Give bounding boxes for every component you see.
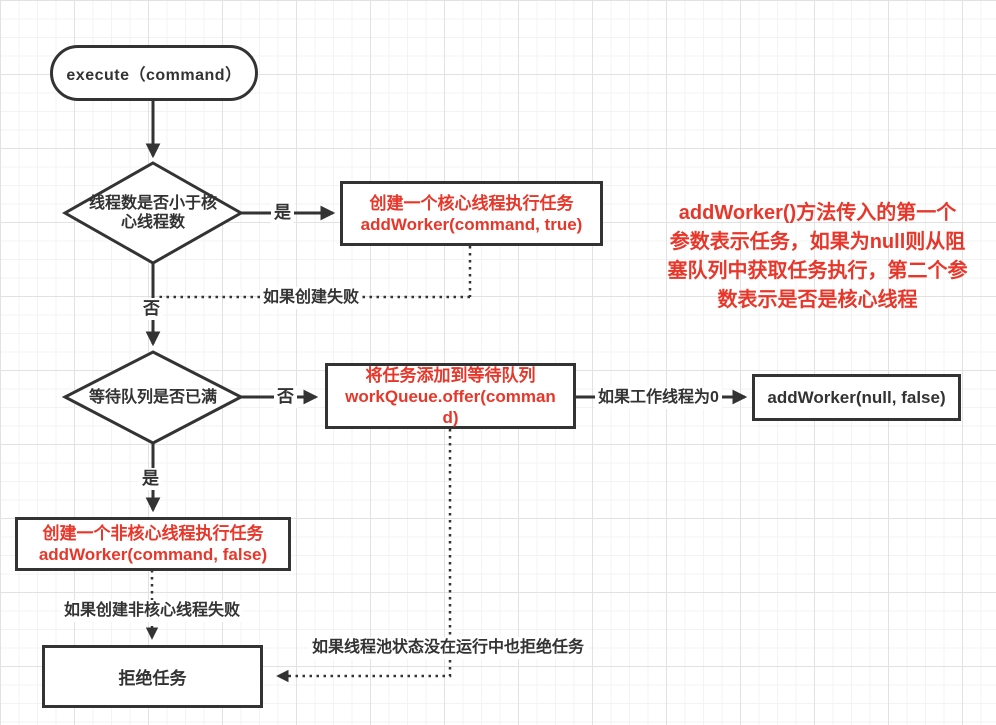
addworker-annotation: addWorker()方法传入的第一个 参数表示任务，如果为null则从阻 塞队… xyxy=(667,202,968,311)
edge-label-no-queue-full: 否 xyxy=(274,386,297,408)
node-enqueue-task: 将任务添加到等待队列 workQueue.offer(command) xyxy=(325,363,576,429)
edge-label-create-fail: 如果创建失败 xyxy=(260,287,363,309)
node-execute: execute（command） xyxy=(50,45,258,101)
decision-core-label: 线程数是否小于核心线程数 xyxy=(88,195,217,231)
edge-label-noncore-fail: 如果创建非核心线程失败 xyxy=(61,600,244,622)
node-addworker-null: addWorker(null, false) xyxy=(752,374,961,421)
edge-label-yes-queue-full: 是 xyxy=(139,468,162,490)
decision-queue-diamond xyxy=(61,350,245,445)
edge-label-no-core: 否 xyxy=(140,298,163,320)
decision-queue-label: 等待队列是否已满 xyxy=(88,389,217,406)
edge-label-worker-zero: 如果工作线程为0 xyxy=(595,387,722,409)
node-reject-task: 拒绝任务 xyxy=(42,645,263,708)
edge-not-running-to-reject xyxy=(276,429,452,683)
decision-core-diamond xyxy=(61,161,245,265)
edge-label-yes-core: 是 xyxy=(271,202,294,224)
edge-label-not-running: 如果线程池状态没在运行中也拒绝任务 xyxy=(309,637,588,659)
node-create-core-thread: 创建一个核心线程执行任务 addWorker(command, true) xyxy=(340,181,603,246)
node-create-noncore-thread: 创建一个非核心线程执行任务 addWorker(command, false) xyxy=(15,517,291,571)
